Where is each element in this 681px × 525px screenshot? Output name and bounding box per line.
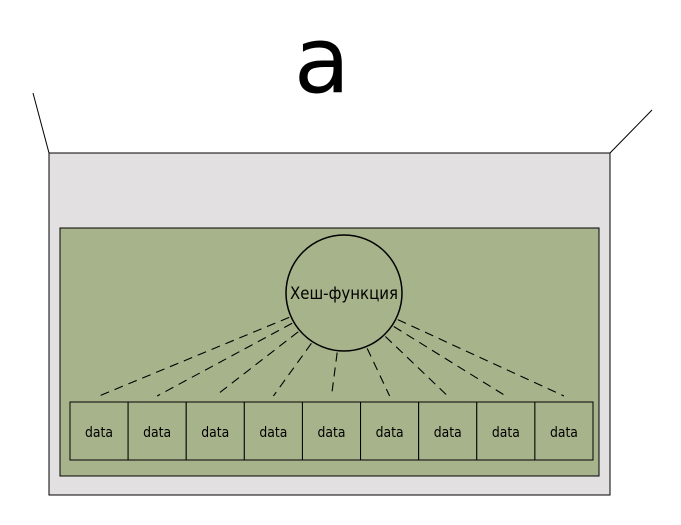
diagram-heading: a bbox=[294, 7, 350, 114]
dashed-connector bbox=[397, 319, 565, 397]
dashed-connector bbox=[393, 326, 507, 397]
data-cell bbox=[360, 401, 420, 461]
data-cell-label: data bbox=[318, 425, 346, 441]
right-perspective-line bbox=[609, 109, 653, 154]
hash-function-label: Хеш-функция bbox=[290, 284, 398, 304]
dashed-connector bbox=[330, 352, 338, 397]
dashed-connector bbox=[156, 322, 293, 397]
data-cell-label: data bbox=[85, 425, 113, 441]
data-cell-label: data bbox=[259, 425, 287, 441]
data-cell-label: data bbox=[550, 425, 578, 441]
data-cell bbox=[301, 401, 362, 461]
data-cell-label: data bbox=[376, 425, 404, 441]
dashed-connector bbox=[98, 316, 290, 397]
data-cell-label: data bbox=[492, 425, 520, 441]
hash-function-circle bbox=[285, 234, 403, 352]
data-cell bbox=[185, 401, 245, 461]
data-cell bbox=[127, 401, 187, 461]
data-cell-label: data bbox=[434, 425, 462, 441]
data-cell bbox=[243, 401, 303, 461]
dashed-connector bbox=[214, 331, 299, 397]
dashed-connector bbox=[272, 343, 312, 397]
data-cell bbox=[534, 401, 594, 461]
data-cell bbox=[476, 401, 536, 461]
data-cell-label: data bbox=[143, 425, 171, 441]
left-perspective-line bbox=[32, 92, 50, 154]
data-cell-label: data bbox=[201, 425, 229, 441]
hash-connectors bbox=[98, 316, 565, 397]
data-array: data data data data data data data data data bbox=[69, 401, 594, 461]
data-cell bbox=[69, 401, 129, 461]
dashed-connector bbox=[366, 348, 391, 397]
